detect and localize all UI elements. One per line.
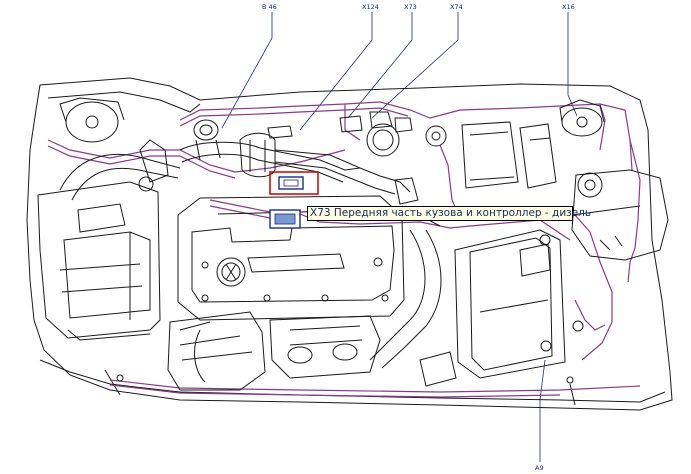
connector-x73-body <box>278 176 304 190</box>
connector-x73[interactable] <box>269 171 319 195</box>
connector-tooltip: X73 Передняя часть кузова и контроллер -… <box>307 206 591 221</box>
callout-label-x16[interactable]: X16 <box>562 3 575 11</box>
engine-components <box>37 97 669 391</box>
callout-label-x74[interactable]: X74 <box>450 3 463 11</box>
callout-label-a9[interactable]: A9 <box>535 464 544 472</box>
engine-bay-outline <box>26 77 673 411</box>
callout-label-b46[interactable]: В 46 <box>262 3 277 11</box>
callout-label-x73[interactable]: X73 <box>404 3 417 11</box>
callout-label-x124[interactable]: X124 <box>362 3 379 11</box>
connector-hover-icon[interactable] <box>269 209 301 229</box>
connector-x73-highlight-frame <box>269 171 319 195</box>
wiring-harness <box>47 101 641 398</box>
connector-tooltip-text: X73 Передняя часть кузова и контроллер -… <box>310 207 592 219</box>
